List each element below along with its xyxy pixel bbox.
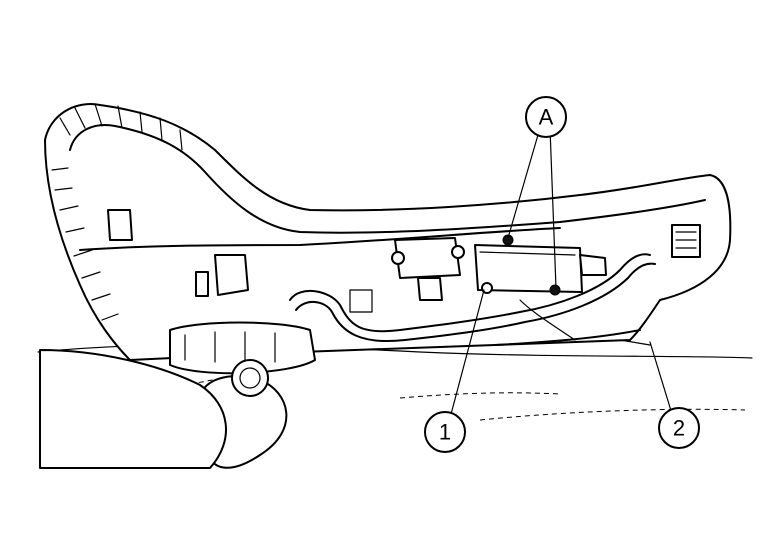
- callout-a-label: A: [539, 105, 554, 130]
- callout-1: 1: [424, 411, 466, 453]
- seat-cushion: [39, 349, 288, 469]
- callout-2: 2: [658, 407, 700, 449]
- leader-lines: [449, 127, 673, 419]
- seat-control-unit: [391, 237, 465, 301]
- part-2-trim-edge: [494, 329, 651, 346]
- seat-side-trim: [44, 103, 732, 361]
- seat-mechanism: [169, 321, 316, 397]
- wiring-harness: [289, 253, 656, 342]
- callout-1-label: 1: [439, 420, 451, 445]
- callout-2-label: 2: [673, 416, 685, 441]
- callout-a: A: [525, 96, 567, 138]
